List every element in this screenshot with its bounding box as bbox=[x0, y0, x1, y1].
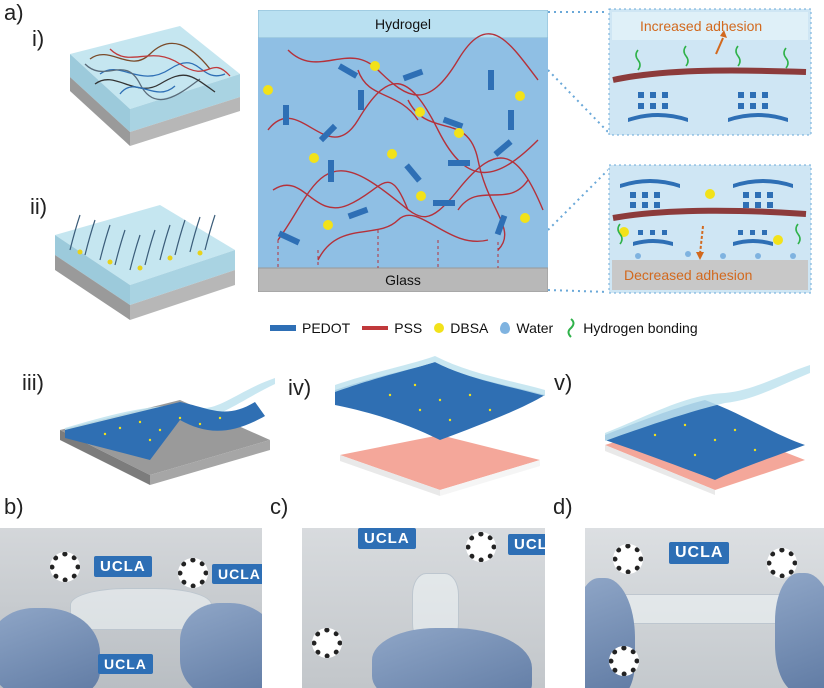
glove bbox=[372, 628, 532, 688]
film-peeling-v bbox=[605, 365, 810, 495]
glove-left bbox=[0, 608, 100, 688]
block-random-chains bbox=[70, 26, 240, 146]
gear-logo-icon bbox=[609, 646, 639, 676]
main-schematic bbox=[258, 10, 548, 292]
photo-d: UCLA bbox=[585, 528, 824, 688]
ucla-logo: UCLA bbox=[98, 654, 153, 674]
ucla-logo: UCLA bbox=[94, 556, 152, 577]
legend-item-hydrogen-bonding: Hydrogen bonding bbox=[565, 318, 698, 338]
increased-adhesion-label: Increased adhesion bbox=[640, 18, 763, 34]
yellow-dot-icon bbox=[434, 323, 445, 333]
legend-item-water: Water bbox=[500, 320, 553, 336]
connector-lines bbox=[548, 11, 608, 293]
photo-b: UCLA UCLA UCLA bbox=[0, 528, 262, 688]
panel-label-c: c) bbox=[270, 494, 289, 519]
ucla-logo: UCLA bbox=[358, 528, 416, 549]
legend: PEDOT PSS DBSA Water Hydrogen bonding bbox=[270, 318, 820, 338]
panel-label-v: v) bbox=[554, 370, 573, 395]
blue-bar-icon bbox=[270, 325, 296, 331]
transparent-film bbox=[625, 594, 787, 624]
inset-increased-adhesion bbox=[608, 8, 812, 136]
ucla-logo: UCLA bbox=[212, 564, 262, 584]
legend-item-pss: PSS bbox=[362, 320, 422, 336]
red-line-icon bbox=[362, 326, 389, 330]
film-transfer-iv bbox=[335, 356, 545, 496]
gear-logo-icon bbox=[466, 532, 496, 562]
gear-logo-icon bbox=[613, 544, 643, 574]
panel-label-ii: ii) bbox=[30, 194, 48, 219]
glass-label: Glass bbox=[385, 272, 421, 288]
hydrogel-label: Hydrogel bbox=[374, 16, 432, 32]
panel-label-d: d) bbox=[553, 494, 573, 519]
glove-right bbox=[180, 603, 262, 688]
gear-logo-icon bbox=[312, 628, 342, 658]
ucla-logo: UCLA bbox=[669, 542, 730, 564]
panel-label-iii: iii) bbox=[22, 370, 44, 395]
film-peeling-iii bbox=[60, 378, 275, 485]
legend-item-pedot: PEDOT bbox=[270, 320, 350, 336]
ucla-logo: UCLA bbox=[508, 534, 545, 555]
panel-label-b: b) bbox=[4, 494, 24, 519]
glove-right bbox=[775, 573, 824, 688]
wavy-line-icon bbox=[567, 318, 575, 338]
panel-label-i: i) bbox=[32, 26, 45, 51]
legend-item-dbsa: DBSA bbox=[434, 320, 488, 336]
gear-logo-icon bbox=[767, 548, 797, 578]
panel-label-a: a) bbox=[4, 0, 24, 25]
photo-c: UCLA UCLA bbox=[302, 528, 545, 688]
gear-logo-icon bbox=[178, 558, 208, 588]
inset-decreased-adhesion bbox=[608, 164, 812, 294]
decreased-adhesion-label: Decreased adhesion bbox=[624, 267, 753, 283]
gear-logo-icon bbox=[50, 552, 80, 582]
panel-label-iv: iv) bbox=[288, 375, 312, 400]
block-aligned-chains bbox=[55, 205, 235, 320]
water-drop-icon bbox=[500, 322, 511, 334]
